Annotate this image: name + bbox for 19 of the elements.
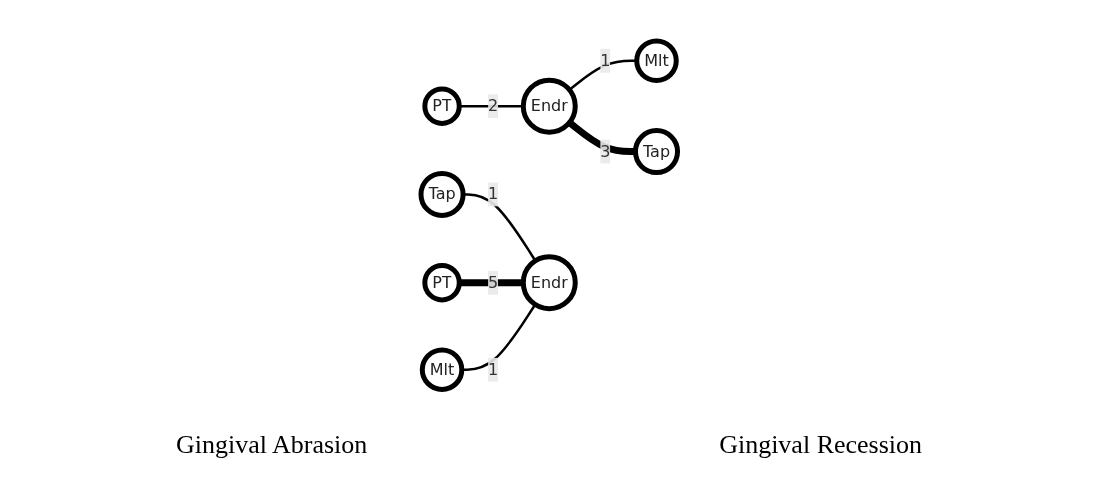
node-circle: Endr [520, 77, 578, 135]
connector [459, 104, 523, 108]
diagram-caption: Gingival Recession [719, 430, 923, 460]
edge-label: 1 [599, 50, 611, 70]
edge-label: 5 [487, 272, 498, 292]
node-circle: Mlt [633, 38, 679, 83]
edge-label: 3 [599, 141, 611, 161]
node-circle: Endr [520, 253, 578, 311]
edge-label: 1 [487, 184, 498, 204]
diagram-caption: Gingival Abrasion [175, 430, 368, 460]
edge-label: 1 [487, 359, 498, 379]
edge-label: 2 [487, 95, 498, 115]
node-circle: Tap [418, 170, 466, 218]
connector [459, 278, 523, 286]
node-circle: Mlt [419, 347, 465, 392]
node-circle: Tap [632, 127, 680, 175]
node-circle: PT [422, 262, 462, 303]
node-circle: PT [422, 86, 462, 126]
connector [567, 119, 636, 155]
